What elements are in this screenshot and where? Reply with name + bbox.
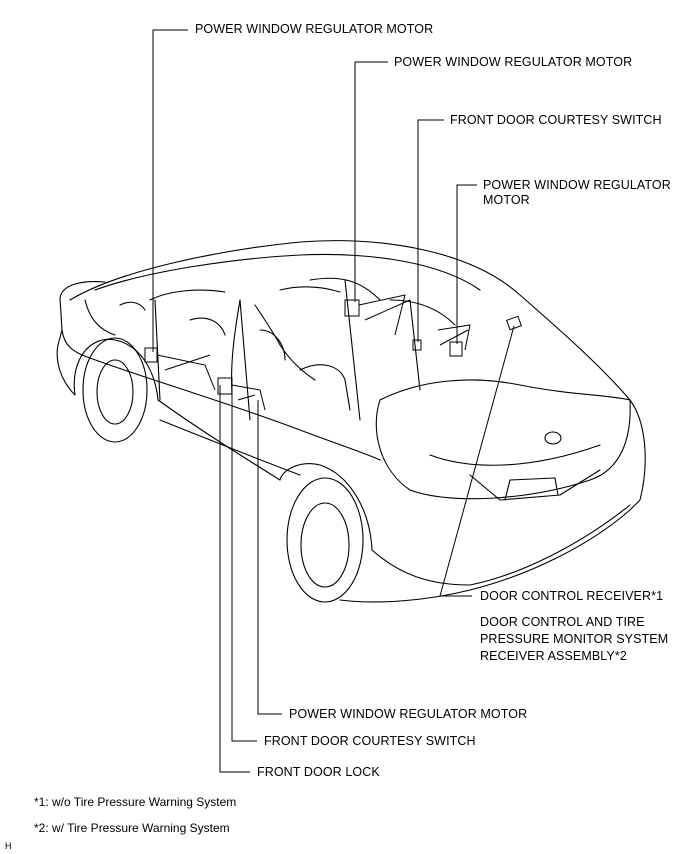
callout-front-door-courtesy-switch-left: FRONT DOOR COURTESY SWITCH [264,734,476,748]
callout-power-window-regulator-motor-front-right: POWER WINDOW REGULATOR MOTOR [394,55,633,69]
callout-front-door-courtesy-switch-right: FRONT DOOR COURTESY SWITCH [450,113,662,127]
front-door-lock-icon [217,377,266,411]
door-control-receiver-icon [506,315,522,331]
callout-power-window-regulator-motor-rear-right-line2: MOTOR [483,193,530,207]
callout-receiver-assembly-line3: RECEIVER ASSEMBLY*2 [480,649,627,663]
callout-power-window-regulator-motor-rear-right-line1: POWER WINDOW REGULATOR [483,178,671,192]
callout-front-door-lock: FRONT DOOR LOCK [257,765,380,779]
leader-lines [152,29,515,773]
courtesy-switch-right-icon [412,339,422,351]
component-symbols [144,294,522,411]
car-body-outline [56,240,646,603]
figure-corner-mark: H [5,841,12,851]
callout-receiver-assembly-line1: DOOR CONTROL AND TIRE [480,615,645,629]
footnote-1: *1: w/o Tire Pressure Warning System [34,795,237,809]
regulator-front-right-icon [344,294,411,336]
callout-receiver-assembly-line2: PRESSURE MONITOR SYSTEM [480,632,669,646]
callout-power-window-regulator-motor-rear-left: POWER WINDOW REGULATOR MOTOR [195,22,434,36]
callout-power-window-regulator-motor-front-left: POWER WINDOW REGULATOR MOTOR [289,707,528,721]
callout-door-control-receiver: DOOR CONTROL RECEIVER*1 [480,589,664,603]
footnote-2: *2: w/ Tire Pressure Warning System [34,821,230,835]
regulator-rear-left-icon [144,347,216,391]
regulator-rear-right-icon [437,324,471,357]
